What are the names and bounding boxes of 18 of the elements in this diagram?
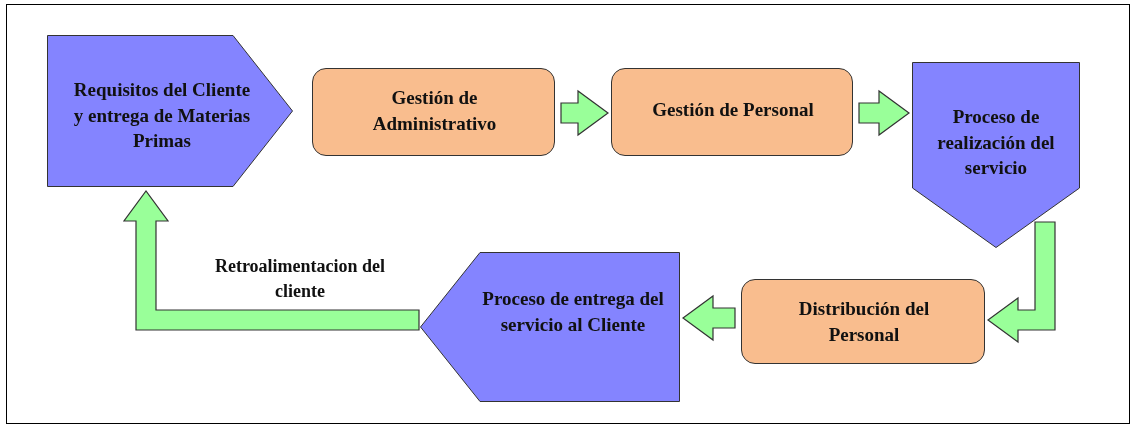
node-label: Gestión de Personal bbox=[651, 98, 815, 122]
node-label: Proceso de entrega del servicio al Cliente bbox=[481, 287, 665, 337]
node-label: Gestión de Administrativo bbox=[371, 86, 498, 136]
node-label: Distribución del Personal bbox=[797, 297, 931, 347]
rounded-process-box bbox=[611, 68, 853, 156]
block-arrow bbox=[560, 89, 609, 137]
rounded-process-box bbox=[312, 68, 555, 156]
pentagon-arrow-shape bbox=[420, 252, 680, 402]
pentagon-arrow-shape bbox=[47, 35, 293, 187]
edge-label: Retroalimentacion del cliente bbox=[213, 255, 387, 304]
node-label: Proceso de realización del servicio bbox=[936, 105, 1056, 181]
rounded-process-box bbox=[741, 279, 985, 364]
pentagon-arrow-shape bbox=[912, 62, 1080, 248]
block-arrow bbox=[858, 89, 910, 137]
node-label: Requisitos del Cliente y entrega de Materias Primas bbox=[72, 78, 252, 154]
block-arrow bbox=[122, 190, 420, 331]
block-arrow bbox=[682, 294, 736, 342]
block-arrow bbox=[987, 221, 1056, 344]
